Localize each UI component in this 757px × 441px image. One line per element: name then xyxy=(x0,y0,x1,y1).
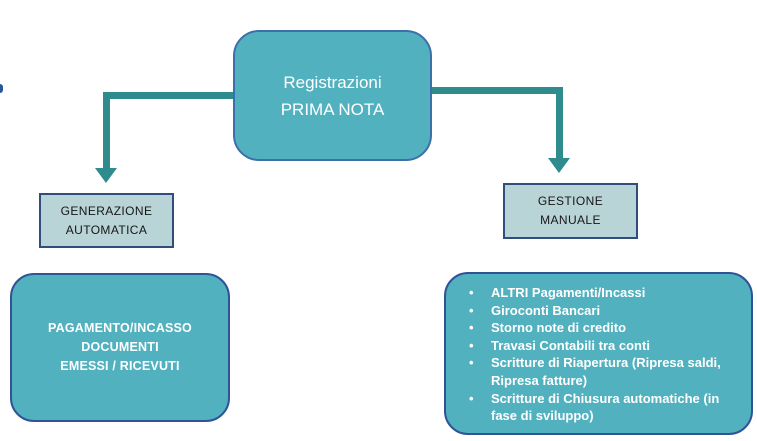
label-generazione-line-1: GENERAZIONE xyxy=(60,203,153,218)
list-item: Giroconti Bancari xyxy=(469,302,737,320)
root-node-line-1: Registrazioni xyxy=(283,72,382,92)
list-item: Scritture di Riapertura (Ripresa saldi, … xyxy=(469,354,737,389)
label-box-generazione-automatica: GENERAZIONE AUTOMATICA xyxy=(39,193,174,248)
manual-operations-list: ALTRI Pagamenti/Incassi Giroconti Bancar… xyxy=(446,274,751,425)
detail-node-gestione-manuale-list: ALTRI Pagamenti/Incassi Giroconti Bancar… xyxy=(444,272,753,435)
label-box-gestione-manuale: GESTIONE MANUALE xyxy=(503,183,638,239)
label-generazione-line-2: AUTOMATICA xyxy=(65,222,148,237)
label-gestione-line-2: MANUALE xyxy=(540,213,601,227)
root-node-prima-nota: Registrazioni PRIMA NOTA xyxy=(233,30,432,161)
label-gestione-line-1: GESTIONE xyxy=(537,194,604,208)
detail-left-line-2: DOCUMENTI xyxy=(81,340,159,354)
list-item: Storno note di credito xyxy=(469,319,737,337)
connector-right-horizontal xyxy=(432,87,563,94)
list-item: ALTRI Pagamenti/Incassi xyxy=(469,284,737,302)
down-arrow-icon-left xyxy=(95,168,117,183)
connector-left-vertical xyxy=(103,92,110,169)
detail-node-pagamento-incasso: PAGAMENTO/INCASSO DOCUMENTI EMESSI / RIC… xyxy=(10,273,230,422)
down-arrow-icon-right xyxy=(548,158,570,173)
root-node-line-2: PRIMA NOTA xyxy=(280,99,385,119)
connector-left-horizontal xyxy=(103,92,233,99)
detail-left-line-1: PAGAMENTO/INCASSO xyxy=(48,321,192,335)
list-item: Scritture di Chiusura automatiche (in fa… xyxy=(469,390,737,425)
connector-right-vertical xyxy=(556,87,563,159)
list-item: Travasi Contabili tra conti xyxy=(469,337,737,355)
left-edge-marker xyxy=(0,84,3,93)
detail-left-line-3: EMESSI / RICEVUTI xyxy=(60,359,180,373)
